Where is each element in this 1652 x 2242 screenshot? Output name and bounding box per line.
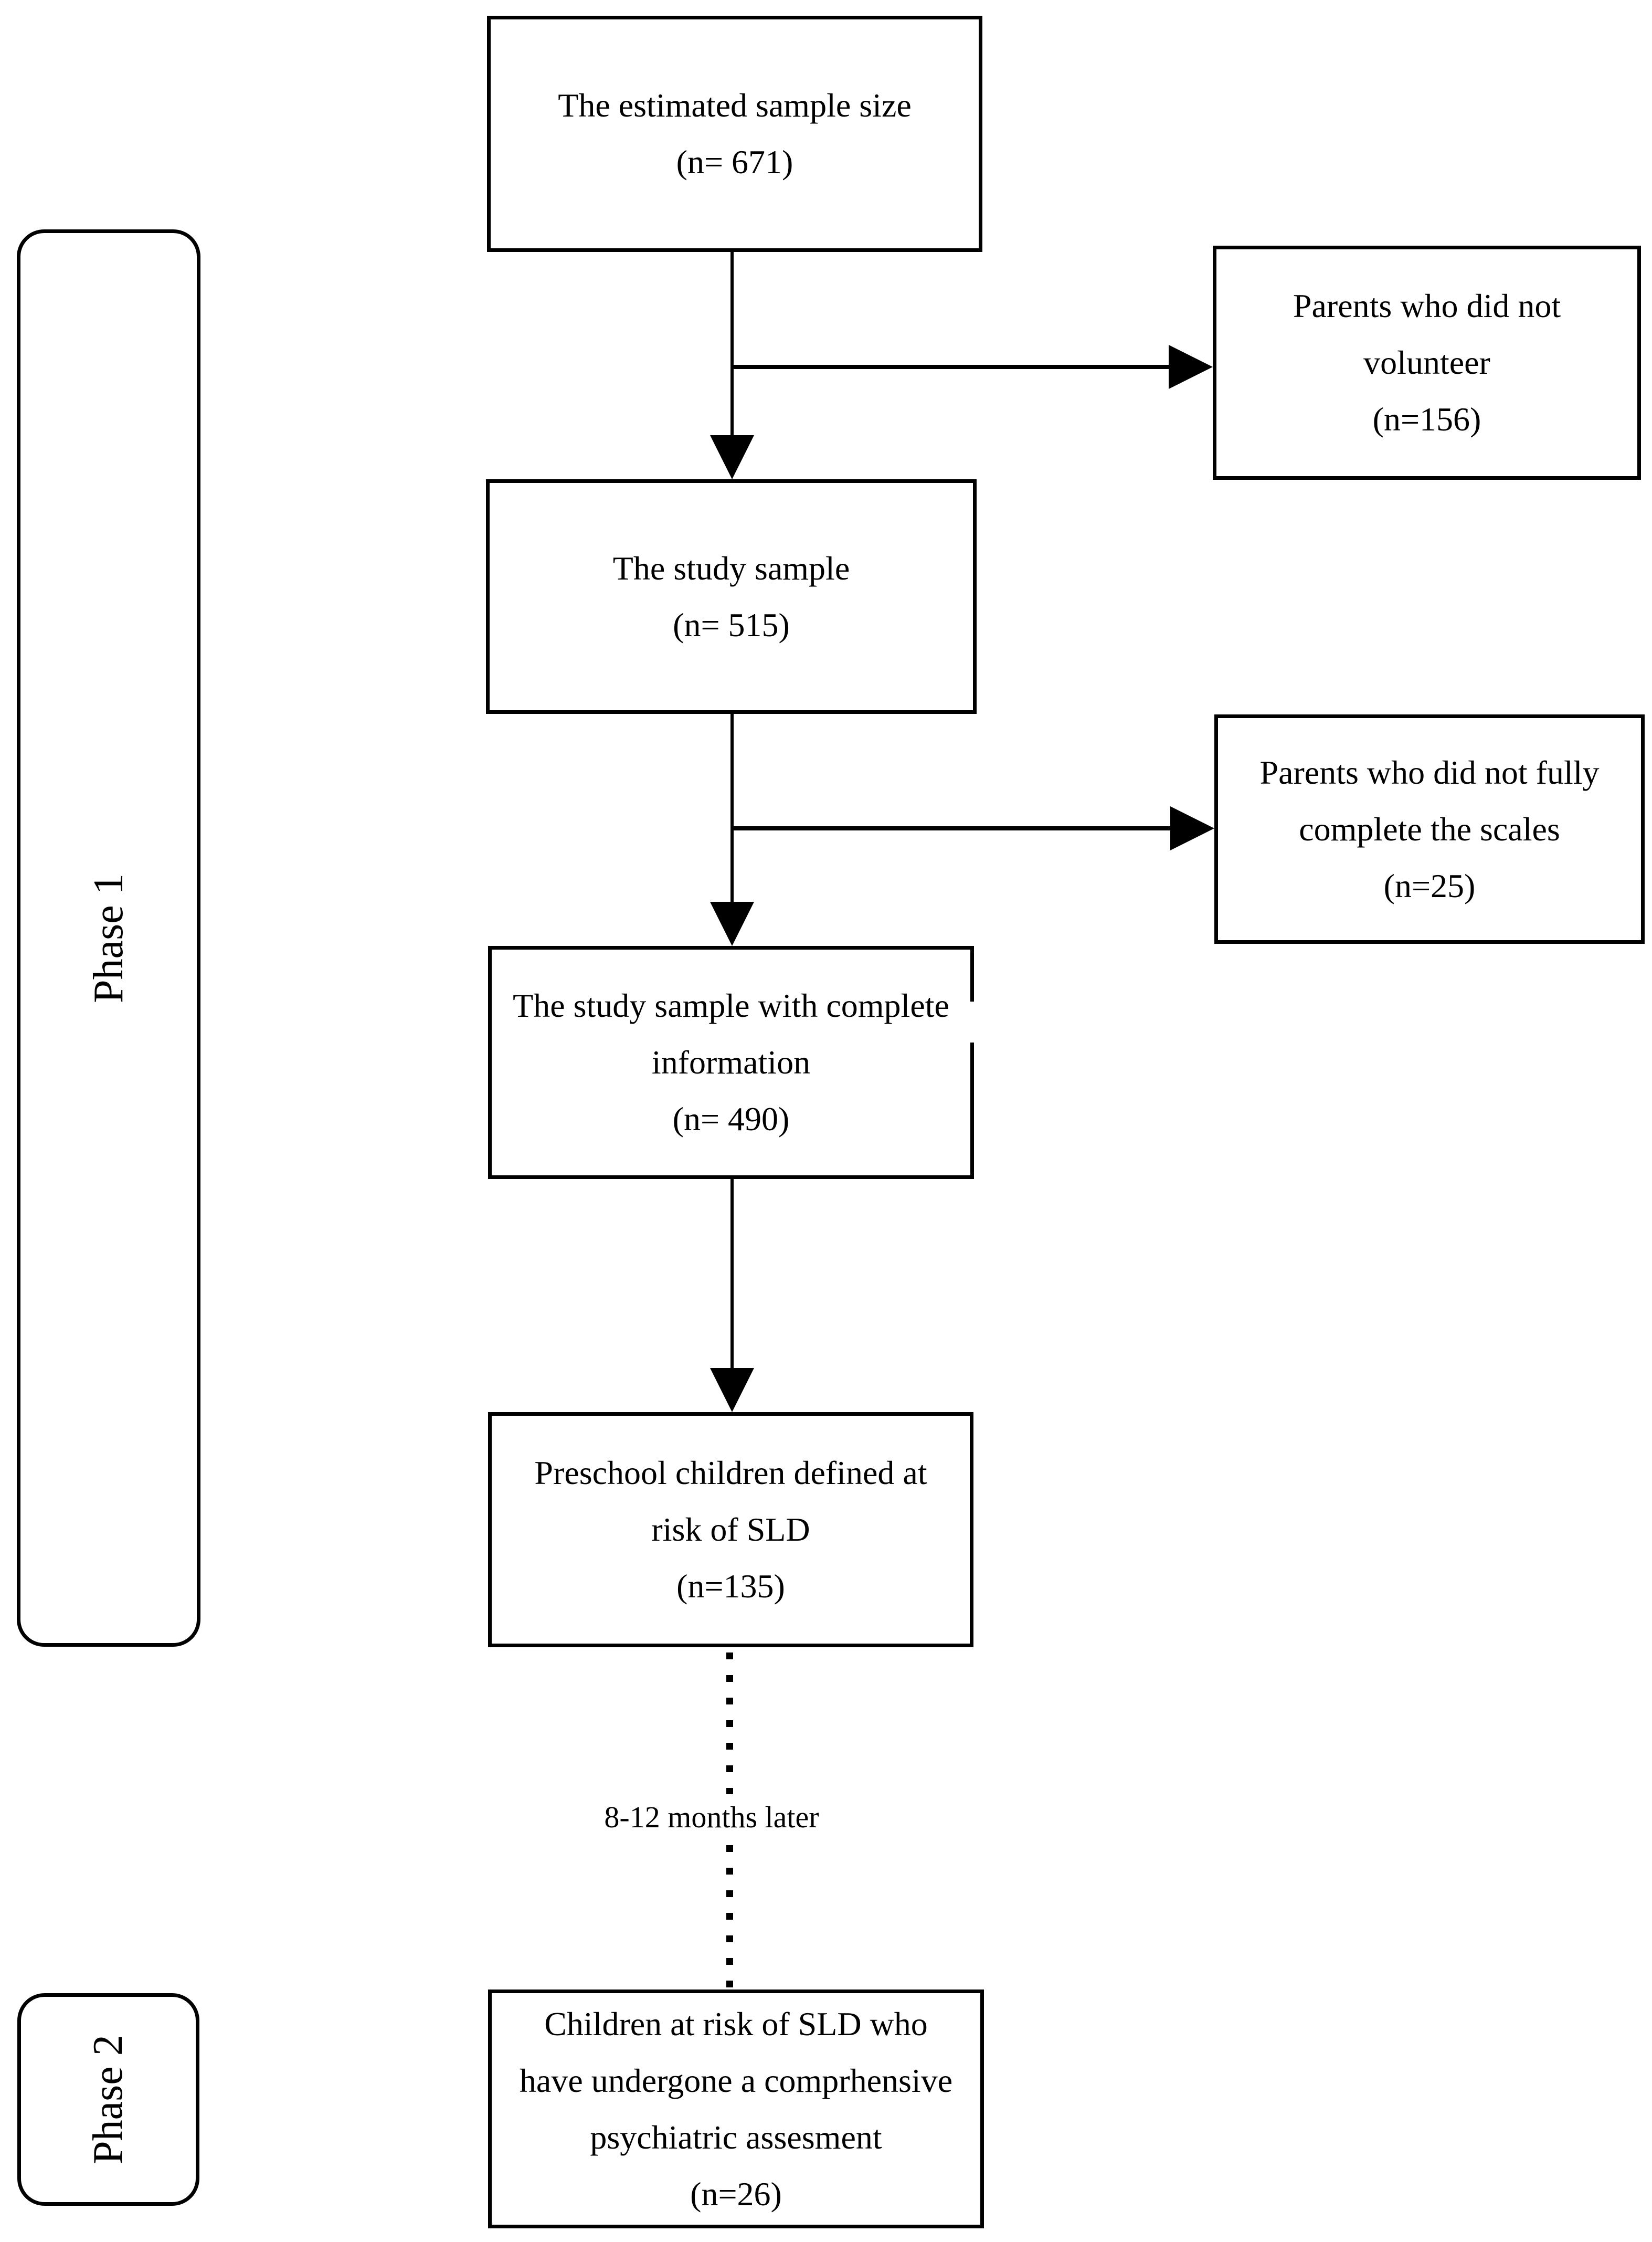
exclusion-box-incomplete-scales: Parents who did not fully complete the s… [1214, 714, 1645, 944]
arrowhead-down-icon-1 [710, 435, 754, 479]
arrowhead-down-icon-3 [710, 1368, 754, 1412]
flow-box-estimated-sample-text: The estimated sample size (n= 671) [558, 87, 912, 181]
arrowhead-right-icon-1 [1169, 345, 1213, 389]
flow-box-study-sample-text: The study sample (n= 515) [612, 549, 850, 644]
connector-line-branch-exclusion1 [732, 365, 1173, 369]
connector-interval-label: 8-12 months later [604, 1800, 819, 1834]
phase-2-bracket: Phase 2 [17, 1993, 199, 2206]
dotted-connector-lower [726, 1845, 733, 1990]
exclusion-box-incomplete-scales-text: Parents who did not fully complete the s… [1259, 753, 1600, 904]
flow-box-complete-information: The study sample with complete informati… [488, 946, 974, 1179]
phase-2-label: Phase 2 [84, 2035, 131, 2164]
exclusion-box-did-not-volunteer: Parents who did not volunteer (n=156) [1213, 246, 1641, 480]
flow-box-at-risk-sld: Preschool children defined at risk of SL… [488, 1412, 973, 1647]
flow-box-psychiatric-assessment-text: Children at risk of SLD who have undergo… [519, 2005, 953, 2213]
border-gap-artifact [968, 1002, 977, 1043]
phase-1-label: Phase 1 [85, 873, 132, 1003]
flow-box-study-sample: The study sample (n= 515) [486, 479, 977, 714]
flow-box-at-risk-sld-text: Preschool children defined at risk of SL… [534, 1454, 927, 1605]
arrowhead-down-icon-2 [710, 902, 754, 946]
dotted-connector-upper [726, 1652, 733, 1794]
connector-line-box2-box3 [730, 714, 734, 906]
connector-line-branch-exclusion2 [732, 826, 1174, 830]
arrowhead-right-icon-2 [1170, 806, 1214, 850]
connector-line-box1-box2 [730, 252, 734, 439]
flow-box-complete-information-text: The study sample with complete informati… [513, 987, 949, 1138]
phase-1-bracket: Phase 1 [17, 229, 200, 1647]
flow-box-psychiatric-assessment: Children at risk of SLD who have undergo… [488, 1990, 984, 2228]
connector-line-box3-box4 [730, 1179, 734, 1372]
exclusion-box-did-not-volunteer-text: Parents who did not volunteer (n=156) [1293, 287, 1561, 438]
flow-box-estimated-sample: The estimated sample size (n= 671) [487, 16, 982, 252]
